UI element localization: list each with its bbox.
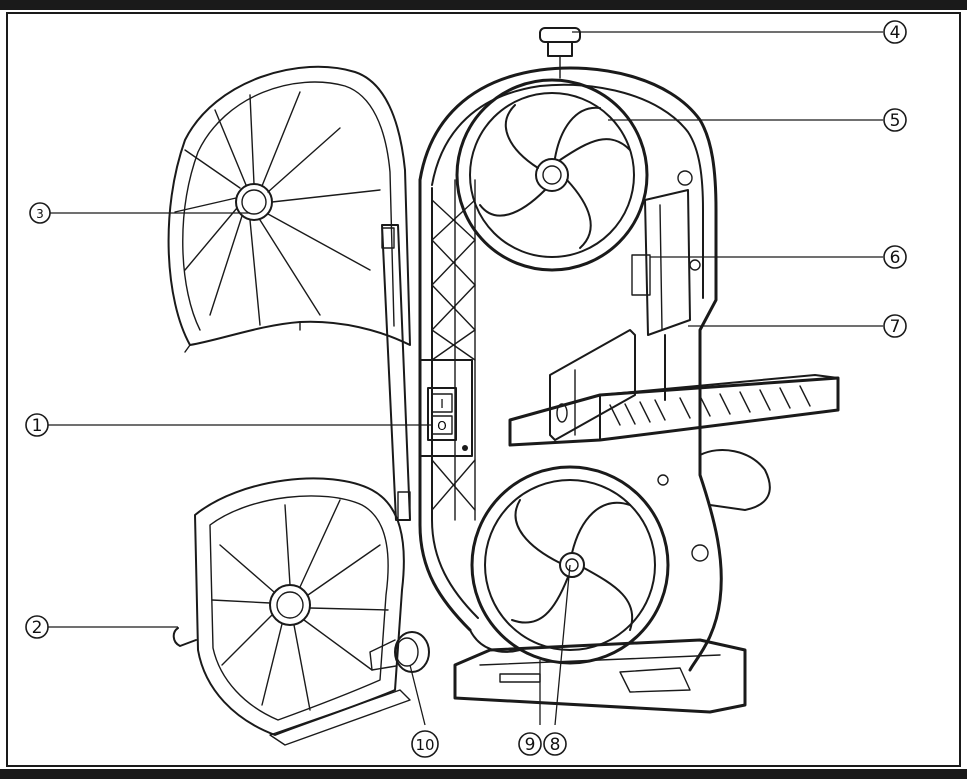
lower-wheel-cover [172,477,411,746]
callout-8-label: 8 [550,735,561,755]
tension-knob [539,27,581,79]
door-hinge [381,224,411,521]
work-table [508,329,840,511]
callout-6: 6 [883,245,907,269]
leader-lines [48,31,883,726]
callout-4: 4 [883,20,907,44]
saw-frame [418,66,718,632]
callout-2-label: 2 [32,618,43,638]
callout-10: 10 [411,730,439,758]
callout-1-label: 1 [32,416,43,436]
callout-3: 3 [29,202,51,224]
upper-wheel [455,78,649,272]
switch-off-mark: O [437,419,446,433]
power-switch: I O [419,359,473,457]
callout-7: 7 [883,314,907,338]
dust-port [369,631,430,673]
upper-wheel-cover [167,65,411,353]
bottom-border [0,769,967,779]
callout-8: 8 [543,732,567,756]
callout-7-label: 7 [890,317,901,337]
callout-4-label: 4 [890,23,901,43]
callout-5: 5 [883,108,907,132]
lower-wheel [470,465,709,665]
callout-9: 9 [518,732,542,756]
callout-10-label: 10 [415,736,434,754]
callout-6-label: 6 [890,248,901,268]
switch-on-mark: I [440,397,444,411]
callout-5-label: 5 [890,111,901,131]
callout-1: 1 [25,413,49,437]
callout-2: 2 [25,615,49,639]
top-border [0,0,967,10]
inner-frame [6,12,961,767]
callout-9-label: 9 [525,735,536,755]
lower-housing [469,453,723,672]
callout-3-label: 3 [36,207,44,221]
